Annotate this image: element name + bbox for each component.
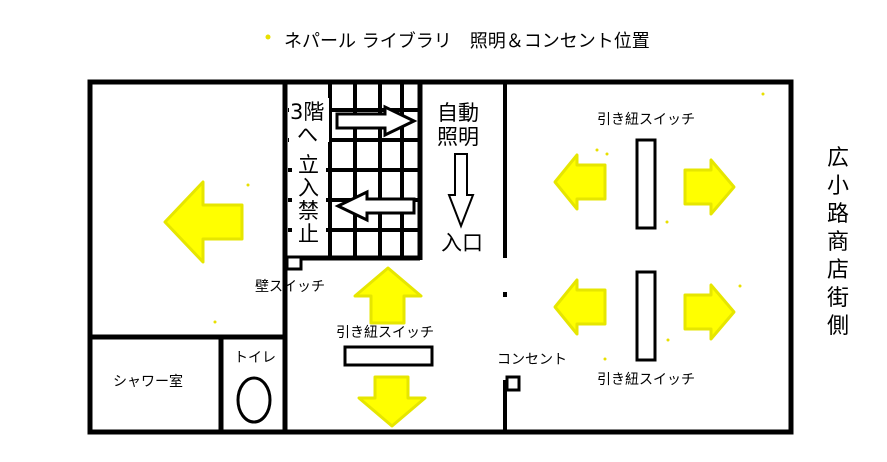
light-arrow-right-bottom-right [683, 283, 736, 341]
toilet-label: トイレ [234, 350, 276, 366]
auto-light-label-2: 照明 [437, 125, 479, 149]
wall-switch-box [285, 255, 303, 271]
light-arrow-center-down [357, 375, 427, 428]
light-arrow-left-room [163, 180, 244, 264]
outlet-box [505, 375, 521, 392]
pull-switch-right-top-label: 引き紐スイッチ [597, 112, 695, 128]
no-entry-char-4: 止 [298, 222, 319, 246]
street-side-char-6: 街 [827, 286, 849, 311]
entrance-arrow [447, 153, 475, 229]
light-arrow-center-up [353, 266, 423, 325]
stairs-up-label-2: へ [297, 123, 318, 147]
pull-switch-center-label: 引き紐スイッチ [336, 325, 434, 341]
toilet-icon [236, 376, 272, 424]
plan-title: ネパール ライブラリ 照明＆コンセント位置 [284, 30, 650, 52]
pull-switch-center [343, 345, 434, 367]
title-dot [265, 34, 271, 40]
outer-wall [87, 79, 794, 435]
pull-switch-right-top [635, 138, 657, 230]
yellow-dots [213, 92, 765, 361]
outlet-label: コンセント [497, 352, 567, 368]
street-side-char-5: 店 [827, 258, 849, 283]
street-side-char-2: 小 [827, 174, 849, 199]
street-side-char-3: 路 [827, 202, 849, 227]
pull-switch-right-bottom-label: 引き紐スイッチ [597, 372, 695, 388]
street-side-char-4: 商 [827, 230, 849, 255]
no-entry-char-1: 立 [298, 153, 319, 177]
entrance-wall-dot [503, 292, 507, 297]
stairs-up-label-1: 3階 [290, 100, 324, 124]
entrance-label: 入口 [441, 231, 483, 255]
pull-switch-right-bottom [635, 270, 657, 362]
no-entry-char-3: 禁 [298, 199, 319, 223]
light-arrow-right-top-right [683, 158, 736, 216]
street-side-char-7: 側 [827, 314, 849, 339]
no-entry-char-2: 入 [298, 176, 319, 200]
shower-room-label: シャワー室 [113, 373, 183, 390]
street-side-char-1: 広 [827, 146, 849, 171]
auto-light-label-1: 自動 [437, 101, 479, 125]
stairs-down-arrow [334, 189, 416, 223]
wall-switch-label: 壁スイッチ [255, 279, 325, 295]
light-arrow-right-bottom-left [553, 278, 607, 336]
light-arrow-right-top-left [553, 153, 607, 211]
stairs-up-arrow [335, 104, 418, 138]
